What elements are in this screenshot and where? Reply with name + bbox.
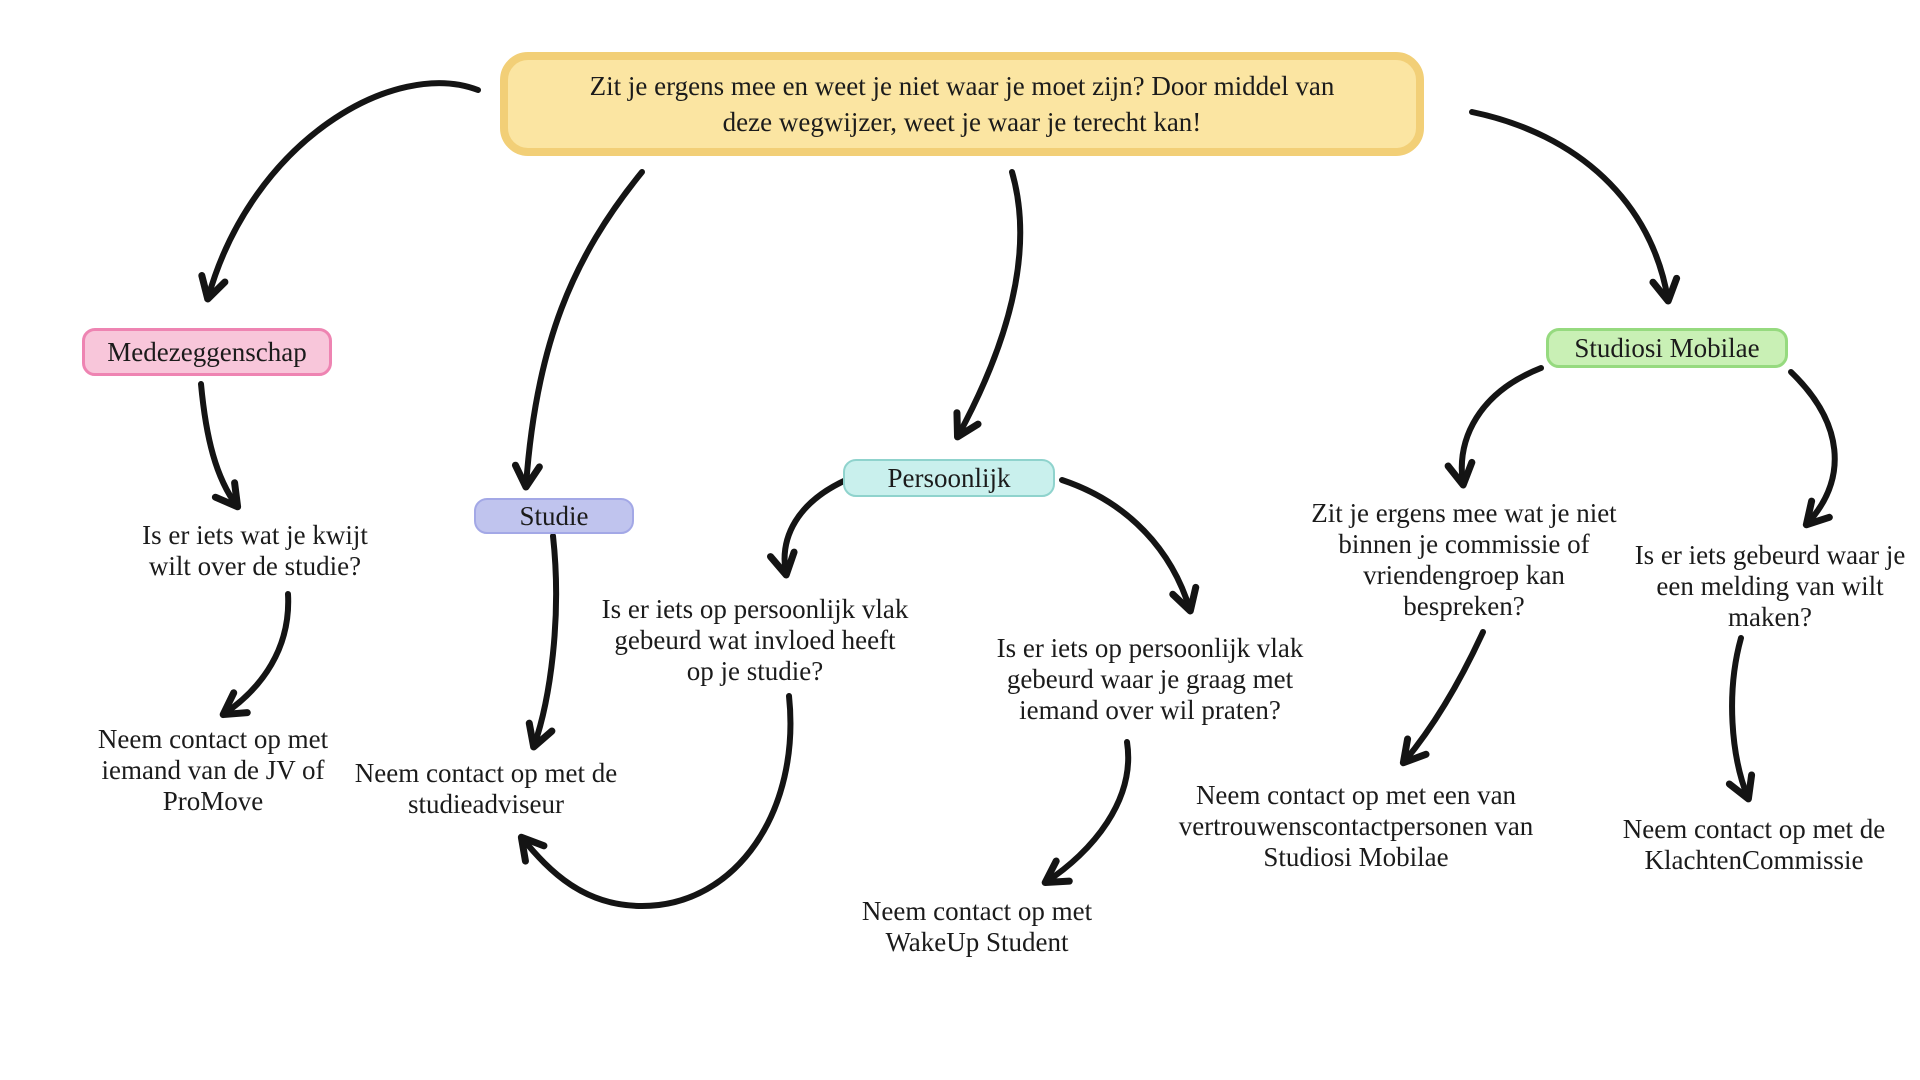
question-studie-persoonlijk: Is er iets op persoonlijk vlak gebeurd w…: [601, 594, 909, 686]
branch-medezeggenschap: Medezeggenschap: [82, 328, 332, 376]
question-medezeggenschap: Is er iets wat je kwijt wilt over de stu…: [142, 520, 368, 581]
answer-jv-promove: Neem contact op met iemand van de JV of …: [97, 724, 329, 816]
branch-persoonlijk: Persoonlijk: [843, 459, 1055, 497]
arrow-studiosi-to-question-commissie: [1444, 365, 1544, 489]
arrow-question-praten-to-wakeup: [1041, 739, 1132, 887]
branch-studie: Studie: [474, 498, 634, 534]
question-commissie: Zit je ergens mee wat je niet binnen je …: [1311, 498, 1617, 621]
arrow-medezeggenschap-to-question: [198, 381, 242, 511]
arrow-root-to-medezeggenschap: [198, 80, 481, 303]
arrow-root-to-studiosi-mobilae: [1469, 109, 1681, 305]
arrow-question-melding-to-klachten: [1725, 635, 1756, 803]
question-persoonlijk-praten: Is er iets op persoonlijk vlak gebeurd w…: [996, 633, 1304, 725]
answer-vertrouwenspersonen: Neem contact op met een van vertrouwensc…: [1178, 780, 1534, 872]
arrow-studie-to-studieadviseur: [525, 533, 560, 751]
arrow-question-studie-to-studieadviseur: [517, 693, 794, 910]
answer-klachtencommissie: Neem contact op met de KlachtenCommissie: [1622, 814, 1886, 875]
root-node: Zit je ergens mee en weet je niet waar j…: [500, 52, 1424, 156]
question-melding: Is er iets gebeurd waar je een melding v…: [1634, 540, 1906, 632]
branch-studiosi-mobilae: Studiosi Mobilae: [1546, 328, 1788, 368]
arrow-studiosi-to-question-melding: [1788, 369, 1838, 529]
arrow-persoonlijk-to-question-praten: [1059, 477, 1200, 615]
answer-wakeup-student: Neem contact op met WakeUp Student: [861, 896, 1093, 957]
arrow-root-to-studie: [511, 169, 645, 491]
arrow-root-to-persoonlijk: [953, 169, 1024, 441]
answer-studieadviseur: Neem contact op met de studieadviseur: [354, 758, 618, 819]
arrow-question-to-jv-promove: [219, 591, 292, 719]
arrow-question-commissie-to-vertrouwens: [1399, 629, 1486, 767]
arrow-persoonlijk-to-question-studie: [767, 477, 849, 579]
